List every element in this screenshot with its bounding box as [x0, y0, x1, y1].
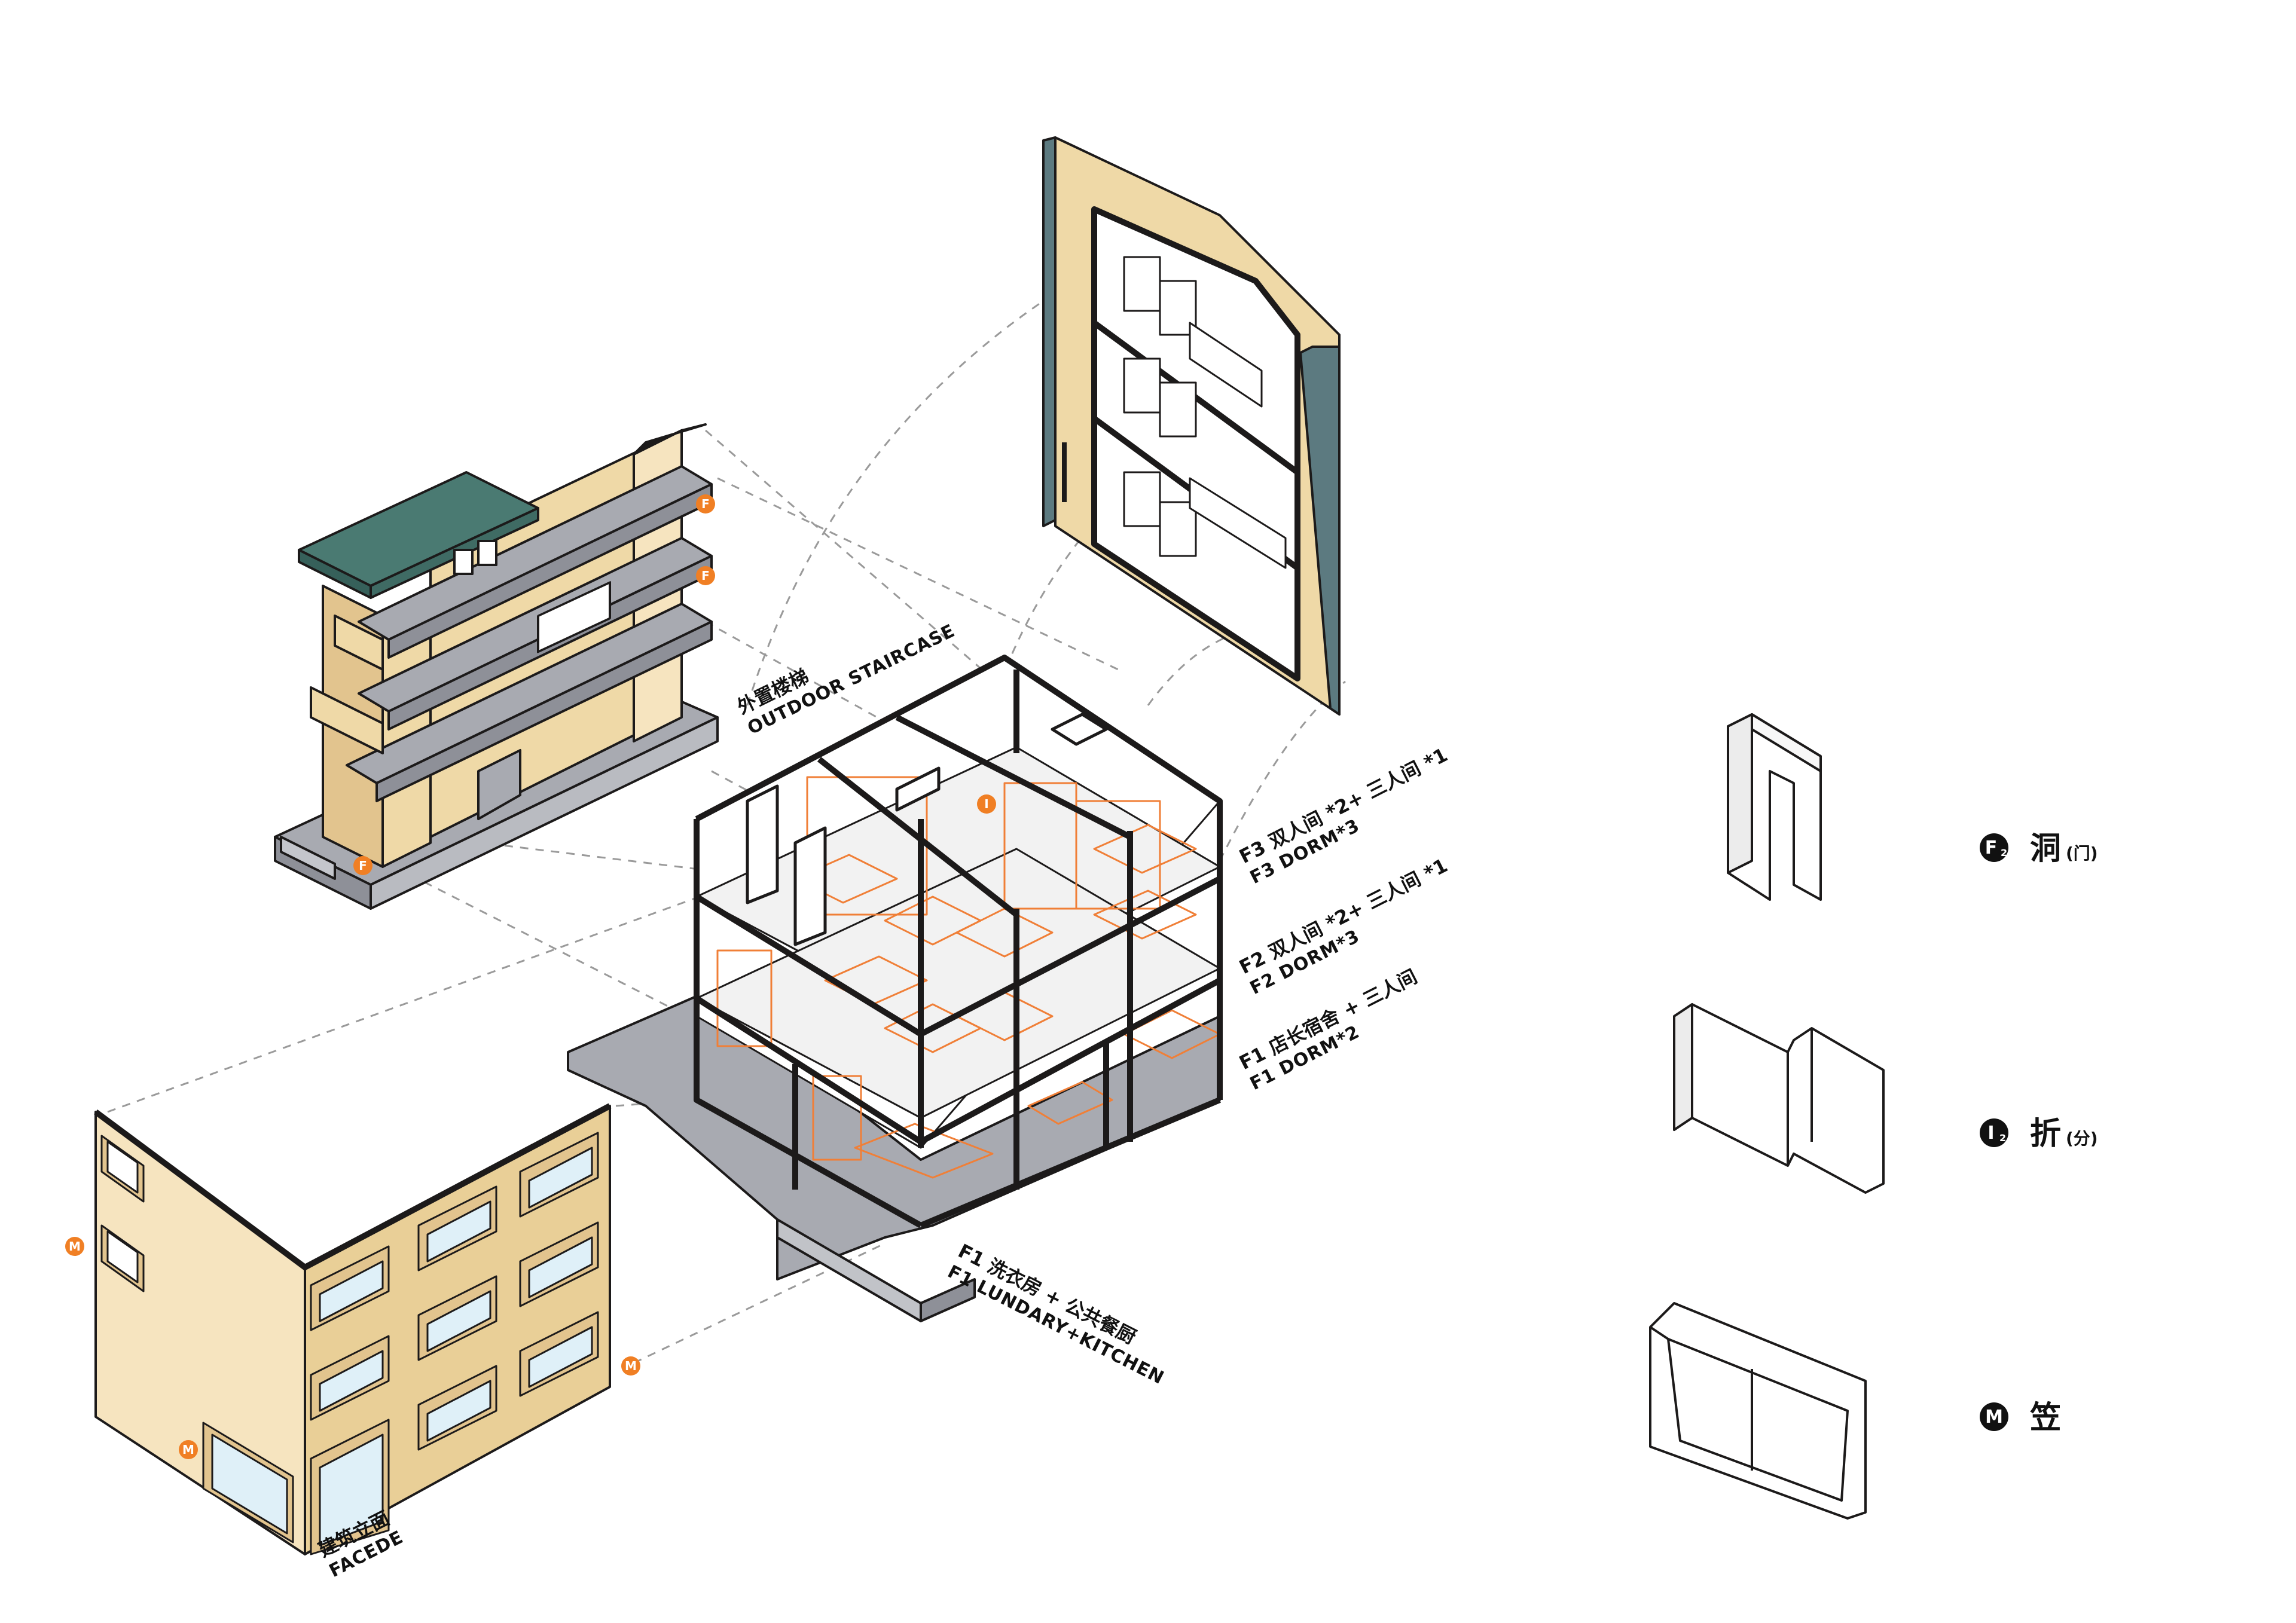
badge-m-3-label: M [182, 1442, 194, 1457]
legend-row-1: F 2 洞 (门) [1980, 831, 2098, 867]
legend-badge-3-letter: M [1985, 1407, 2003, 1428]
building-badge-i: I [977, 794, 996, 814]
legend-note-2: (分) [2066, 1129, 2098, 1148]
folded-wall-icon [1673, 1003, 1885, 1194]
badge-f-1-label: F [701, 497, 710, 511]
badge-i-label: I [984, 797, 988, 811]
legend-label-2: 折 [2030, 1116, 2061, 1152]
badge-m-1 [65, 1237, 84, 1256]
facade-block [94, 1103, 612, 1555]
legend-label-1: 洞 [2030, 831, 2061, 867]
legend-row-3: M 笠 [1980, 1400, 2061, 1436]
door-opening-icon [1727, 713, 1822, 901]
f3-label-cn: F3 双人间 *2+ 三人间 *1 [1235, 743, 1451, 868]
legend-label-3: 笠 [2030, 1400, 2061, 1436]
floor-label-f1-ground: F1 洗衣房 + 公共餐厨 F1 LUNDARY+KITCHEN [944, 1239, 1168, 1389]
badge-m-2-label: M [625, 1359, 637, 1373]
staircase-badges: F F F [353, 494, 715, 875]
legend-badge-1 [1980, 833, 2008, 862]
facade-badges: M M M [65, 1237, 640, 1459]
exploded-wall-section [1042, 136, 1341, 716]
legend-badge-1-letter: F [1985, 838, 1998, 858]
badge-f-2 [696, 566, 715, 585]
badge-f-3 [353, 856, 373, 875]
badge-m-3 [179, 1440, 198, 1459]
badge-f-2-label: F [701, 568, 710, 583]
legend-badge-2-letter: I [1987, 1123, 1994, 1144]
badge-m-1-label: M [69, 1239, 81, 1254]
legend-badge-2-sub: 2 [1999, 1132, 2006, 1144]
legend-badge-1-sub: 2 [2001, 847, 2007, 858]
main-cutaway-building [567, 655, 1223, 1322]
badge-m-2 [621, 1356, 640, 1376]
legend-badge-3 [1980, 1402, 2008, 1431]
legend-row-2: I 2 折 (分) [1980, 1116, 2098, 1152]
outdoor-staircase-block [274, 423, 719, 910]
badge-f-1 [696, 494, 715, 514]
window-hood-icon [1649, 1302, 1867, 1520]
badge-f-3-label: F [359, 858, 367, 873]
legend-note-1: (门) [2066, 843, 2098, 863]
legend-badge-2 [1980, 1118, 2008, 1147]
